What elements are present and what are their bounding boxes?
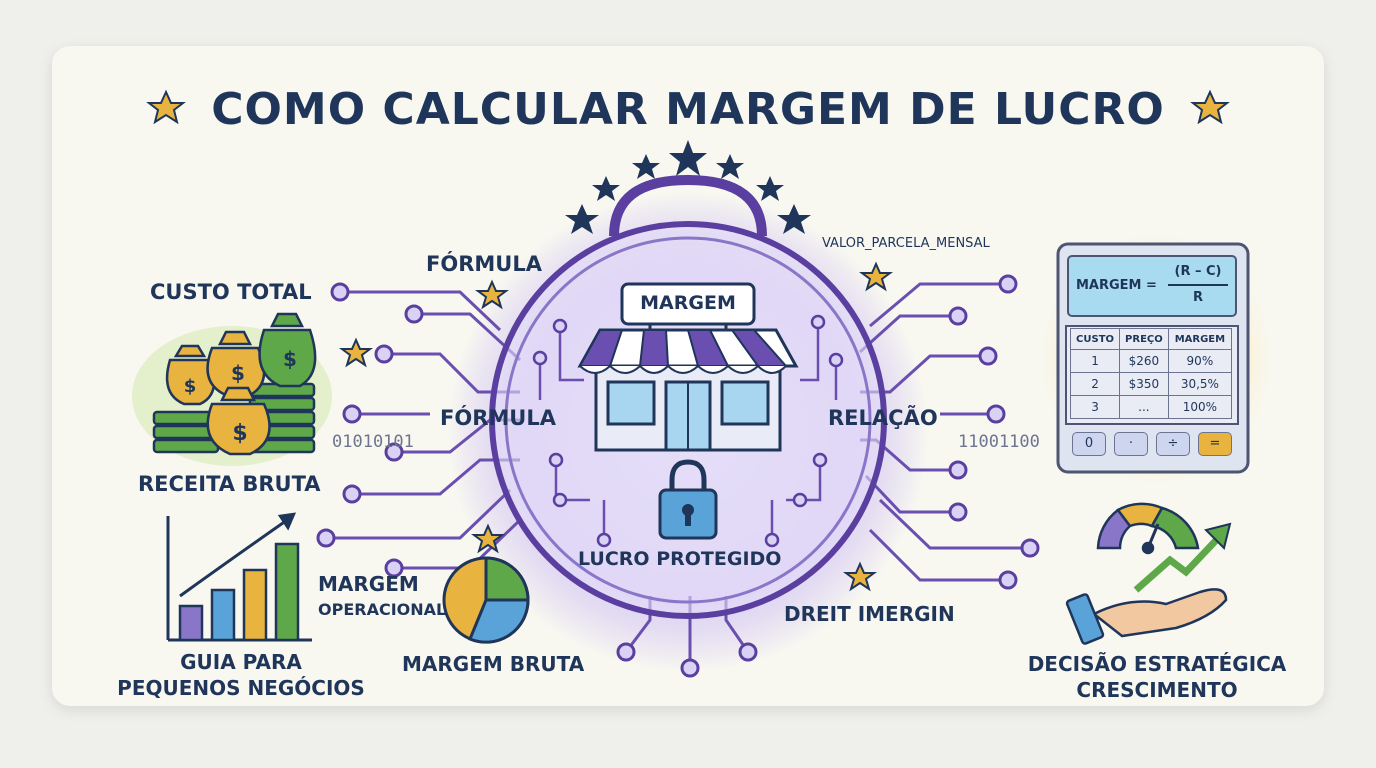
decision-gauge-icon [1096, 502, 1200, 555]
star-icon [471, 523, 505, 554]
table-cell: $350 [1119, 372, 1169, 396]
table-header: PREÇO [1119, 328, 1169, 350]
label-guia-1: GUIA PARA [180, 650, 302, 674]
label-decisao-1: DECISÃO ESTRATÉGICA [1027, 652, 1287, 676]
circuit-left-nodes [316, 282, 424, 578]
label-formula-mid: FÓRMULA [440, 406, 556, 430]
label-lucro-protegido: LUCRO PROTEGIDO [578, 548, 782, 570]
label-margem-operacional-2: OPERACIONAL [318, 600, 447, 619]
table-cell: 100% [1167, 395, 1233, 419]
dollar-glyph: $ [184, 376, 197, 397]
center-ring-inner [504, 236, 872, 604]
table-cell: 3 [1069, 395, 1121, 419]
circuit-left [326, 290, 522, 570]
label-decisao-2: CRESCIMENTO [1076, 678, 1238, 702]
table-row: 1 $260 90% [1069, 349, 1233, 373]
formula-denominator: R [1192, 290, 1203, 305]
circuit-bottom-nodes [616, 642, 758, 678]
money-stack-icon [132, 312, 332, 466]
pie-chart-icon [442, 556, 530, 644]
calc-button-zero[interactable]: 0 [1072, 432, 1106, 456]
calculator-table: CUSTO PREÇO MARGEM 1 $260 90% 2 $350 30,… [1069, 328, 1233, 419]
table-cell: $260 [1119, 349, 1169, 373]
formula-fraction-bar [1168, 284, 1228, 286]
label-margem-operacional-1: MARGEM [318, 572, 419, 596]
table-cell: 2 [1069, 372, 1121, 396]
dollar-glyph: $ [231, 361, 245, 385]
title-stars [146, 89, 1230, 592]
table-header: CUSTO [1069, 328, 1121, 350]
calc-button-dot[interactable]: · [1114, 432, 1148, 456]
inner-nodes [532, 314, 844, 548]
calc-button-equals[interactable]: = [1198, 432, 1232, 456]
table-cell: 1 [1069, 349, 1121, 373]
label-receita-bruta: RECEITA BRUTA [138, 472, 321, 496]
table-cell: ... [1119, 395, 1169, 419]
margem-sign [620, 282, 756, 326]
table-header: MARGEM [1167, 328, 1233, 350]
dollar-glyph: $ [232, 421, 247, 446]
table-cell: 30,5% [1167, 372, 1233, 396]
binary-right: 11001100 [958, 432, 1040, 452]
dollar-glyph: $ [283, 347, 297, 371]
label-valor-parcela: VALOR_PARCELA_MENSAL [822, 236, 990, 251]
growth-bar-chart-icon [166, 512, 312, 642]
page-title: COMO CALCULAR MARGEM DE LUCRO [211, 84, 1165, 135]
growth-arrow-icon [1133, 522, 1232, 593]
padlock-icon [658, 459, 718, 540]
lock-shackle [609, 174, 767, 237]
label-custo-total: CUSTO TOTAL [150, 280, 312, 304]
label-relacao: RELAÇÃO [828, 406, 938, 430]
calculator-screen: MARGEM = (R – C) R [1072, 258, 1232, 316]
hand-icon [1065, 588, 1228, 645]
calc-button-divide[interactable]: ÷ [1156, 432, 1190, 456]
star-icon [1190, 89, 1230, 125]
star-icon [859, 261, 893, 292]
formula-numerator: (R – C) [1174, 264, 1222, 279]
label-margem-bruta: MARGEM BRUTA [402, 652, 585, 676]
circuit-right-nodes [948, 274, 1040, 590]
table-row: 3 ... 100% [1069, 395, 1233, 419]
label-dreit: DREIT IMERGIN [784, 602, 955, 626]
label-guia-2: PEQUENOS NEGÓCIOS [117, 676, 365, 700]
formula-lhs: MARGEM = [1076, 278, 1157, 293]
star-icon [843, 561, 877, 592]
table-header-row: CUSTO PREÇO MARGEM [1069, 328, 1233, 350]
star-icon [475, 279, 509, 310]
star-arc [565, 140, 811, 234]
margem-sign-label: MARGEM [640, 292, 736, 314]
star-icon [339, 337, 373, 368]
storefront-icon [577, 282, 799, 452]
table-row: 2 $350 30,5% [1069, 372, 1233, 396]
table-cell: 90% [1167, 349, 1233, 373]
label-formula-top: FÓRMULA [426, 252, 542, 276]
star-icon [146, 89, 186, 125]
binary-left: 01010101 [332, 432, 414, 452]
